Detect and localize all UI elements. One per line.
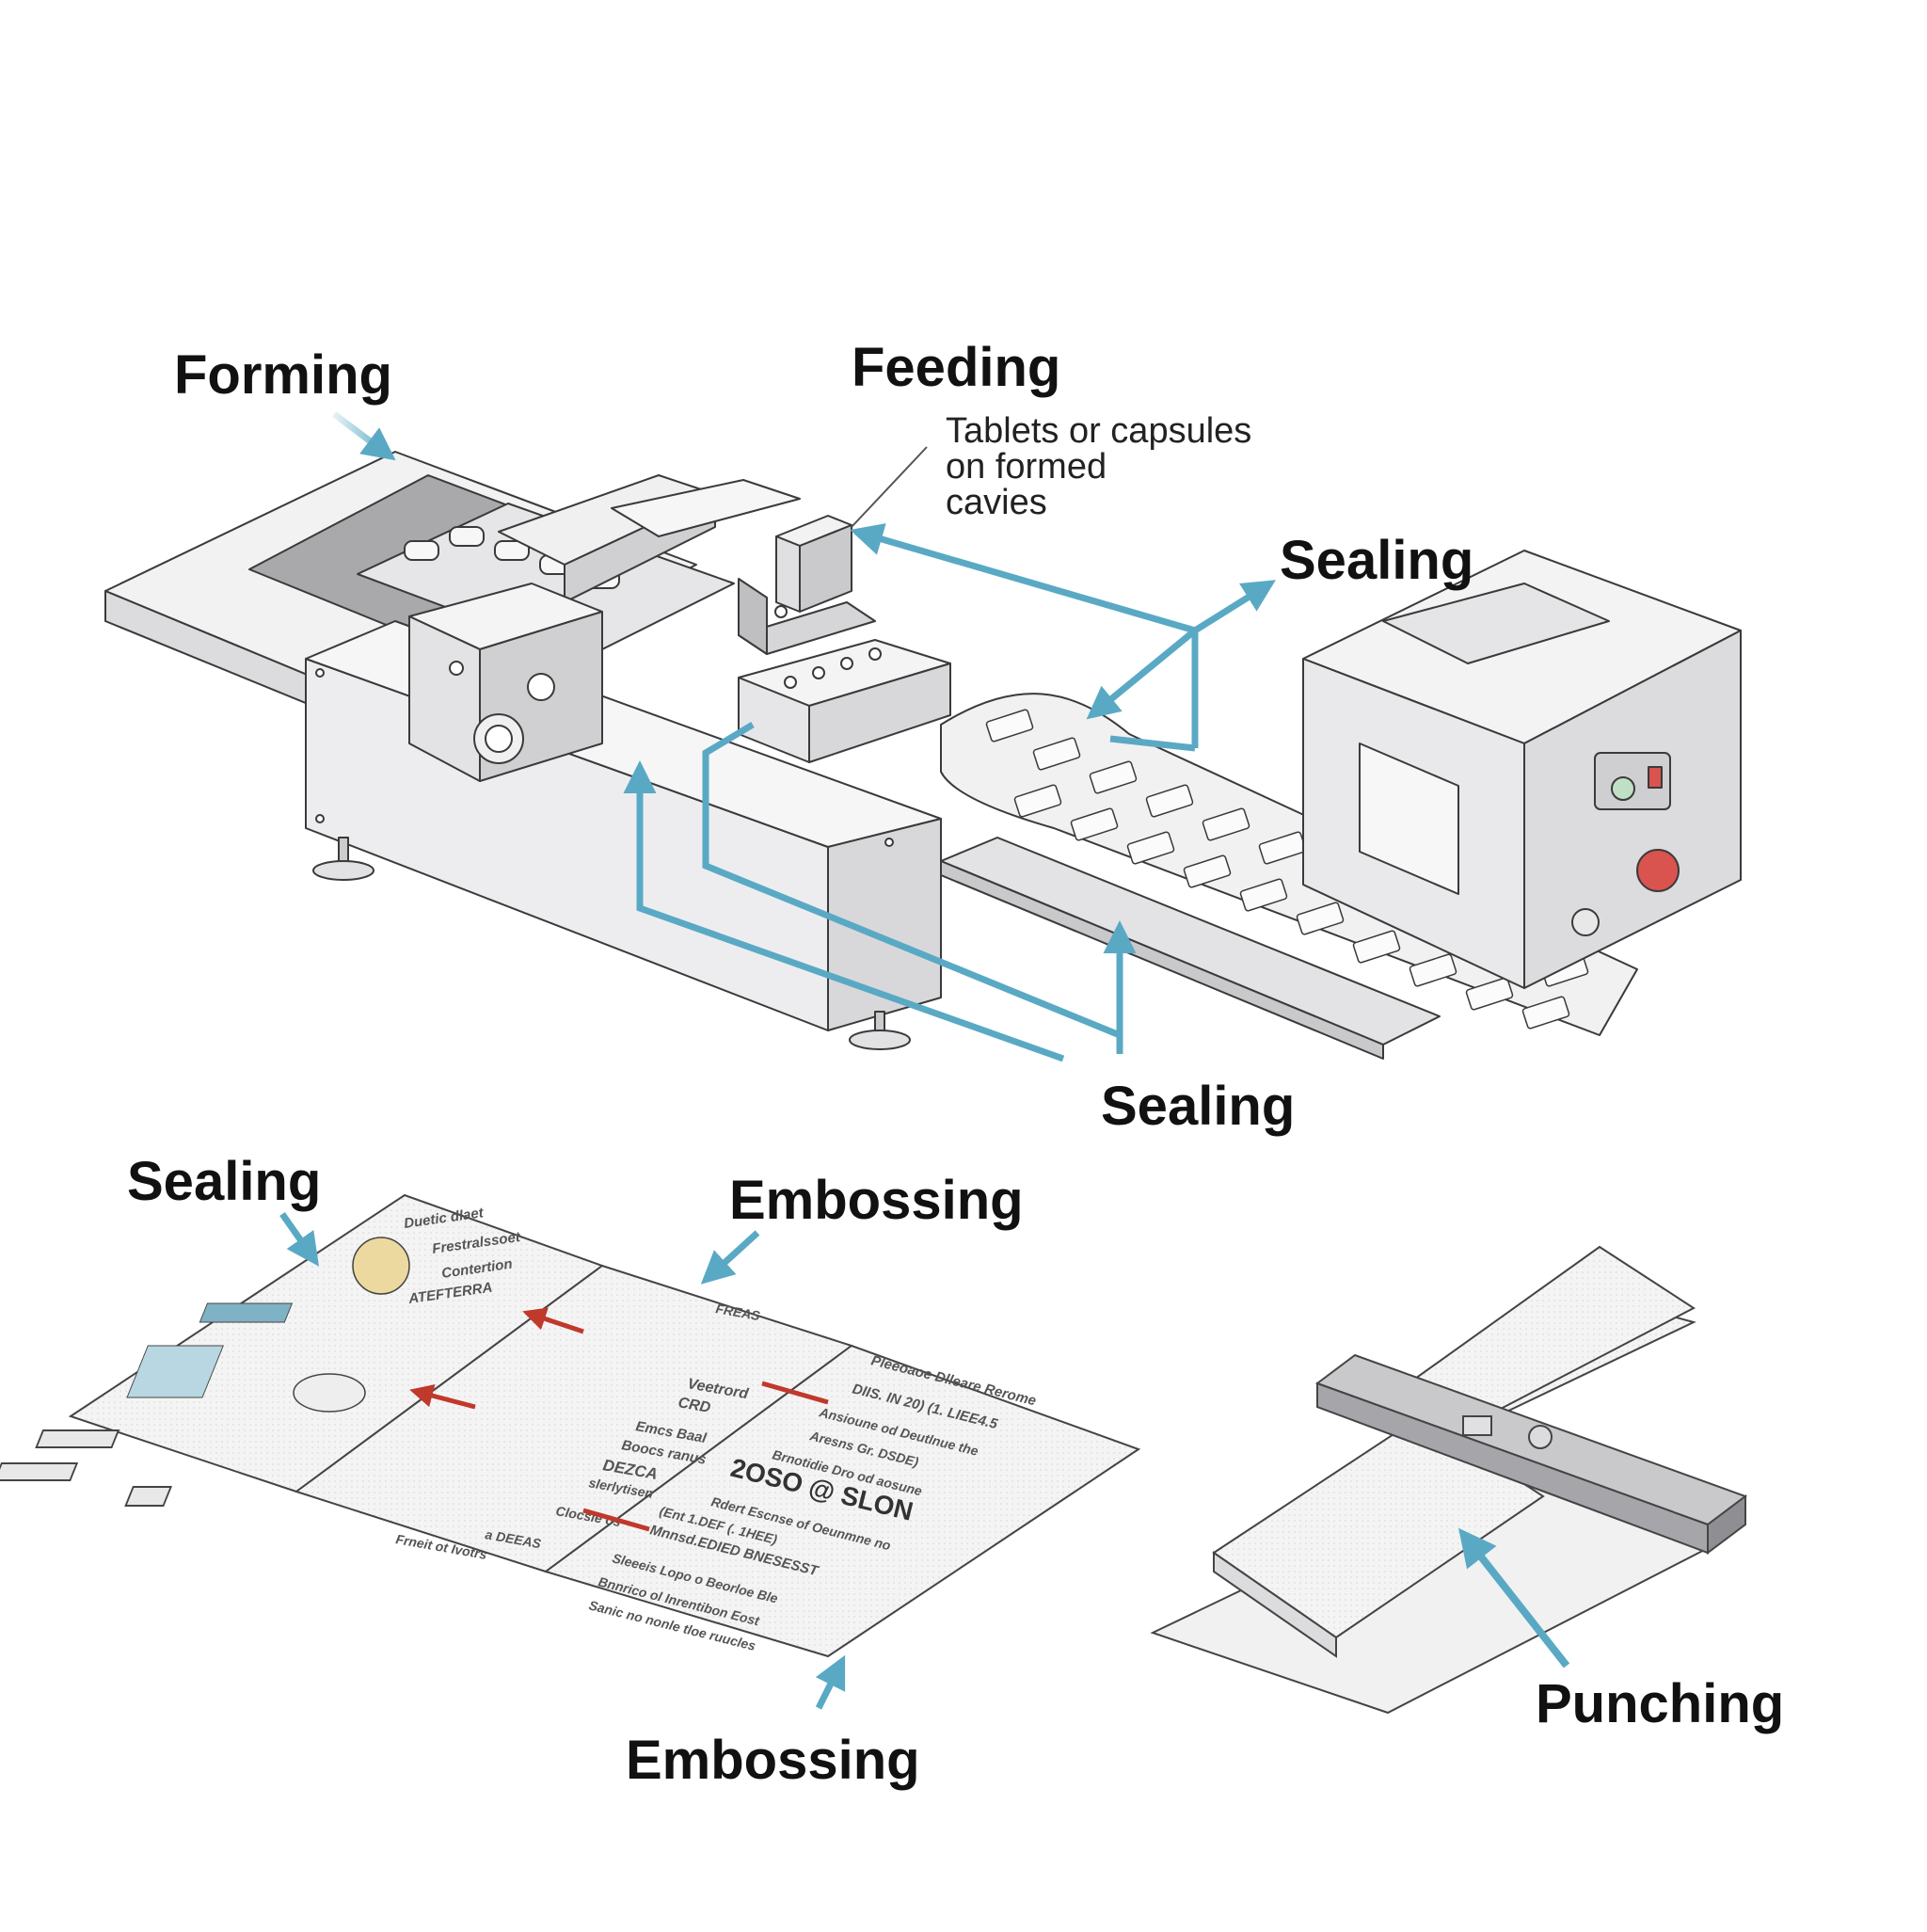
embossing-bottom-arrow (815, 1654, 846, 1710)
sealing-right-arrow (1193, 580, 1276, 633)
power-switch-icon[interactable] (1571, 908, 1600, 936)
emergency-stop-icon[interactable] (1636, 849, 1680, 892)
embossing-top-arrow (700, 1230, 760, 1285)
label-embossing-top: Embossing (729, 1170, 1024, 1231)
sealing-station (738, 639, 951, 763)
emboss-marker-2 (409, 1383, 476, 1410)
feeding-note-line-2: on formed (946, 447, 1107, 487)
sealing-loop-path (702, 721, 1122, 1039)
emboss-marker-1 (522, 1307, 584, 1334)
feeding-note-line-3: cavies (946, 483, 1047, 522)
control-cabinet (1302, 550, 1742, 989)
embossed-leaflet (0, 1193, 1141, 1658)
punch-pin-icon (1528, 1425, 1553, 1449)
feeding-hopper (611, 479, 876, 655)
label-feeding: Feeding (852, 337, 1060, 398)
embossing-markers (409, 1307, 829, 1532)
emboss-marker-4 (582, 1508, 650, 1532)
feeding-leader-line (851, 446, 928, 528)
stage-labels: Forming Feeding Tablets or capsules on f… (127, 337, 1784, 1791)
label-forming: Forming (174, 344, 392, 406)
label-sealing-bottom: Sealing (1101, 1076, 1295, 1137)
feeding-note-line-1: Tablets or capsules (946, 411, 1251, 451)
sealing-left-arrow (279, 1211, 320, 1267)
label-punching: Punching (1536, 1673, 1784, 1734)
punching-detail (1150, 1245, 1748, 1715)
leaflet-panel-3 (543, 1344, 1141, 1658)
sealing-right-arrow-2 (1086, 628, 1198, 720)
punching-arrow (1458, 1527, 1570, 1669)
forming-arrow (331, 411, 396, 461)
blister-machine (104, 451, 1742, 1060)
label-embossing-bottom: Embossing (626, 1730, 920, 1791)
machine-callouts (331, 411, 1276, 1062)
conveyor-tray (940, 837, 1441, 1060)
sealing-bottom-arrow-left (623, 760, 1065, 1062)
gearbox (408, 583, 603, 782)
emboss-marker-3 (761, 1381, 829, 1405)
label-sealing-left: Sealing (127, 1151, 321, 1212)
leaflet-callouts (279, 1211, 846, 1710)
label-sealing-right: Sealing (1280, 530, 1473, 591)
panel2-line-1: CRD (677, 1395, 712, 1416)
start-button-icon[interactable] (1611, 776, 1635, 801)
sealing-link (1109, 735, 1196, 752)
